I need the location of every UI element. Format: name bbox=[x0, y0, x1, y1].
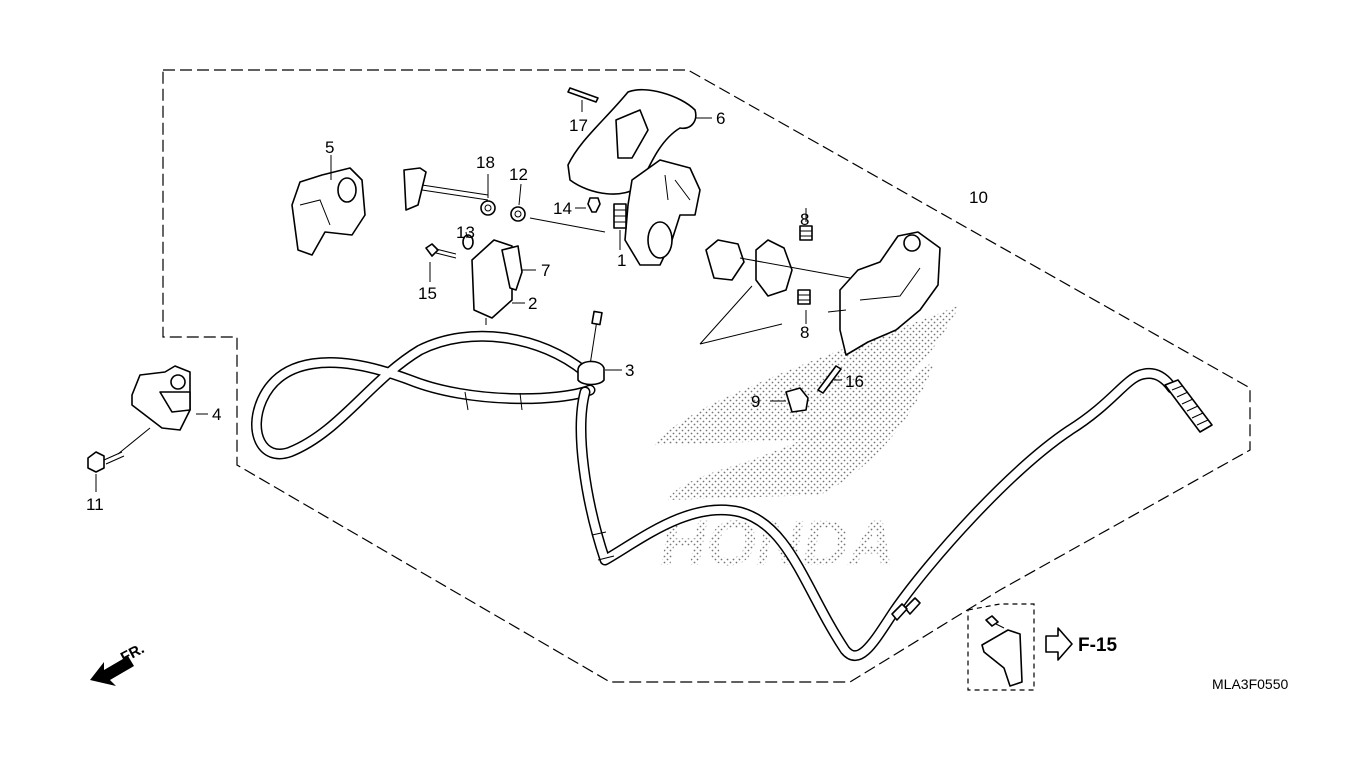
reference-label: F-15 bbox=[1078, 635, 1118, 656]
honda-wing-watermark: HONDA bbox=[655, 305, 960, 579]
diagram-code: MLA3F0550 bbox=[1212, 676, 1288, 692]
callout-6: 6 bbox=[716, 109, 725, 128]
callout-5: 5 bbox=[325, 138, 334, 157]
callout-10: 10 bbox=[969, 188, 988, 207]
front-arrow-icon bbox=[90, 656, 134, 686]
plug-part-14 bbox=[575, 197, 601, 213]
callout-11: 11 bbox=[86, 495, 104, 514]
callout-7: 7 bbox=[541, 261, 550, 280]
callout-16: 16 bbox=[845, 372, 864, 391]
callout-4: 4 bbox=[212, 405, 221, 424]
callout-8b: 8 bbox=[800, 323, 809, 342]
cover-part-5 bbox=[291, 155, 366, 256]
callout-17: 17 bbox=[569, 116, 588, 135]
pin-clip-parts bbox=[770, 365, 842, 413]
cable-end-part-3 bbox=[577, 310, 622, 386]
cable-assembly bbox=[251, 330, 1213, 662]
lever-pin-parts bbox=[403, 167, 606, 233]
latch-assembly-parts bbox=[699, 208, 941, 356]
callout-14: 14 bbox=[553, 199, 572, 218]
reference-bracket bbox=[967, 603, 1035, 691]
lever-housing-part-1 bbox=[613, 159, 701, 266]
callout-3: 3 bbox=[625, 361, 634, 380]
callout-9: 9 bbox=[751, 392, 760, 411]
callout-13: 13 bbox=[456, 223, 475, 242]
bracket-part-4 bbox=[131, 365, 208, 431]
handle-cover-part-6 bbox=[567, 88, 712, 195]
bolt-part-11 bbox=[87, 427, 151, 492]
callout-12: 12 bbox=[509, 165, 528, 184]
cable-end-boot bbox=[1164, 379, 1213, 433]
callout-18: 18 bbox=[476, 153, 495, 172]
callout-2: 2 bbox=[528, 294, 537, 313]
callout-1: 1 bbox=[617, 251, 626, 270]
reference-arrow-icon bbox=[1045, 627, 1073, 661]
callout-8a: 8 bbox=[800, 210, 809, 229]
pin-part-17 bbox=[567, 87, 599, 112]
assembly-boundary bbox=[162, 69, 1251, 683]
switch-assembly-parts bbox=[425, 231, 536, 325]
callout-15: 15 bbox=[418, 284, 437, 303]
